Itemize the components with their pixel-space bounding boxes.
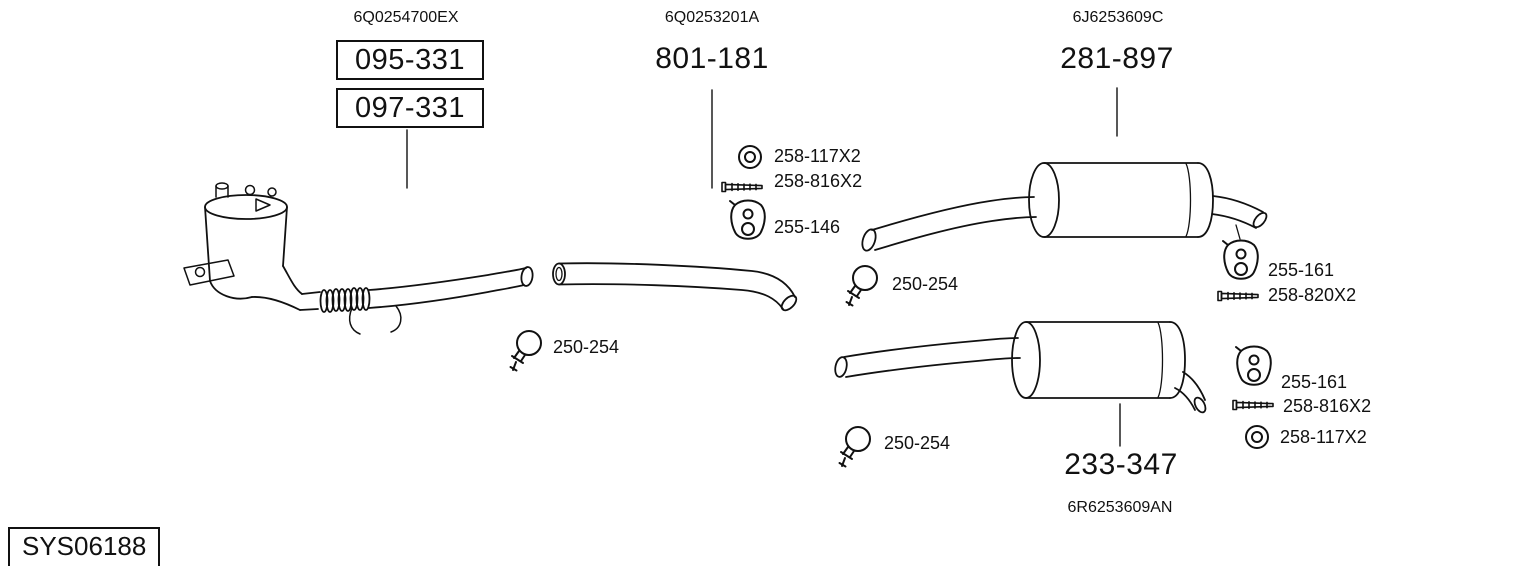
fitting-label-bolt-rear-a: 258-820X2 [1268,285,1357,305]
rear-muffler-b-drawing [834,321,1207,414]
bolt-icon [1232,399,1274,411]
gasket-ring-icon [1245,425,1269,449]
part-number-catalyst-b: 097-331 [336,88,484,128]
fitting-label-clamp-front: 250-254 [553,337,620,357]
bolt-icon [721,181,763,193]
rear-muffler-a-drawing [861,162,1268,252]
fitting-label-clamp-rear: 250-254 [884,433,951,453]
part-number-center-pipe: 801-181 [655,42,769,75]
pipe-clamp-icon [838,426,871,468]
fitting-label-hanger-rear-b: 255-161 [1281,372,1348,392]
fitting-label-gasket-rear-b: 258-117X2 [1280,427,1367,447]
fitting-label-bolt-center: 258-816X2 [774,171,863,191]
fitting-label-bolt-rear-b: 258-816X2 [1283,396,1372,416]
center-pipe-drawing [552,262,798,312]
part-number-catalyst-a: 095-331 [336,40,484,80]
catalytic-converter-drawing [183,182,534,335]
drawing-id-badge: SYS06188 [8,527,161,566]
fitting-label-gasket-center: 258-117X2 [774,146,861,166]
pipe-clamp-icon [845,265,878,307]
gasket-ring-icon [738,145,762,169]
oe-ref-rear-muffler-b: 6R6253609AN [1067,499,1173,516]
fitting-label-clamp-center: 250-254 [892,274,959,294]
oe-ref-catalyst: 6Q0254700EX [353,9,459,26]
rubber-hanger-icon [729,199,766,240]
part-number-rear-muffler-b: 233-347 [1064,448,1178,481]
oe-ref-center-pipe: 6Q0253201A [664,9,760,26]
rubber-hanger-icon [1222,239,1259,280]
pipe-clamp-icon [509,330,542,372]
rubber-hanger-icon [1235,345,1272,386]
oe-ref-rear-muffler-a: 6J6253609C [1072,9,1164,26]
fitting-label-hanger-center: 255-146 [774,217,841,237]
fitting-label-hanger-rear-a: 255-161 [1268,260,1335,280]
part-number-rear-muffler-a: 281-897 [1060,42,1174,75]
bolt-icon [1217,290,1259,302]
